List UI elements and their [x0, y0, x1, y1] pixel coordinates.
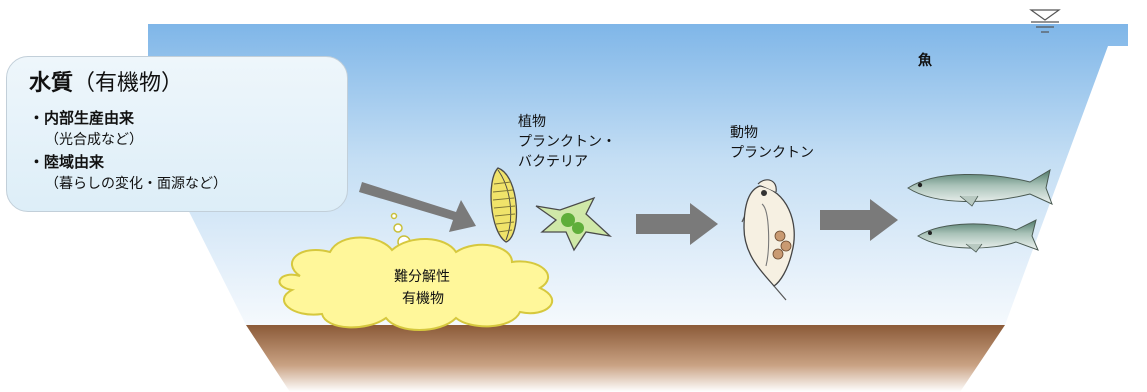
water-quality-title: 水質（有機物）	[29, 71, 183, 97]
zooplankton-label-line1: 動物	[730, 125, 758, 141]
fish-label: 魚	[918, 53, 932, 69]
refractory-label-line1: 難分解性	[394, 269, 450, 285]
algae-cell-icon	[535, 196, 613, 252]
source-land-note: （暮らしの変化・面源など）	[45, 176, 227, 192]
water-quality-box: 水質（有機物） ・内部生産由来 （光合成など） ・陸域由来 （暮らしの変化・面源…	[6, 56, 348, 212]
source-land-label: ・陸域由来	[29, 153, 105, 171]
sediment-layer	[246, 325, 1005, 392]
title-rest: （有機物）	[73, 71, 184, 96]
water-level-icon	[1029, 9, 1061, 33]
source-internal-note: （光合成など）	[45, 132, 143, 148]
refractory-cloud	[278, 236, 554, 331]
phytoplankton-label-line2: プランクトン・	[518, 134, 616, 150]
fish-icon	[917, 219, 1039, 253]
fish-icon	[907, 168, 1053, 207]
flow-arrow-inflow	[359, 182, 476, 232]
phytoplankton-label-line3: バクテリア	[518, 154, 588, 170]
diatom-icon	[490, 167, 518, 243]
phytoplankton-label-line1: 植物	[518, 114, 546, 130]
refractory-label-line2: 有機物	[402, 291, 444, 307]
title-bold: 水質	[29, 71, 74, 96]
source-internal-label: ・内部生産由来	[29, 109, 135, 127]
flow-arrow-to-zooplankton	[636, 203, 718, 245]
zooplankton-label-line2: プランクトン	[730, 145, 814, 161]
flow-arrow-to-fish	[820, 199, 898, 241]
daphnia-icon	[741, 179, 795, 301]
